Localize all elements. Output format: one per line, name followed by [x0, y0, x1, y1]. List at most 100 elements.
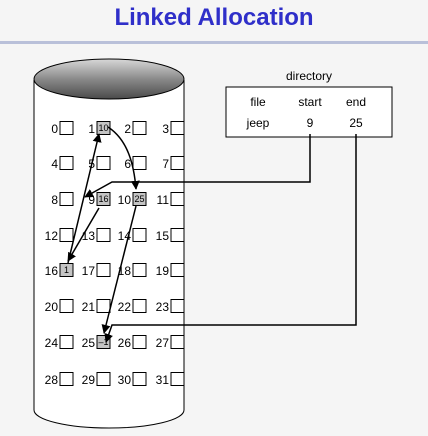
disk-block-11: 11 [157, 192, 185, 207]
used-block-box [132, 192, 147, 206]
disk-block-7: 7 [162, 156, 185, 171]
title-divider [0, 41, 428, 44]
disk-block-30: 30 [118, 372, 147, 387]
disk-block-0: 0 [51, 121, 74, 136]
disk-block-22: 22 [118, 299, 147, 314]
block-number-label: 10 [118, 193, 132, 207]
disk-block-17: 17 [82, 263, 111, 278]
free-block-box [170, 335, 185, 349]
block-number-label: 31 [156, 373, 170, 387]
block-number-label: 17 [82, 264, 96, 278]
link-10-to-25 [101, 205, 137, 334]
block-number-label: 1 [88, 122, 95, 136]
free-block-box [96, 156, 111, 170]
disk-block-23: 23 [156, 299, 185, 314]
disk-block-6: 6 [124, 156, 147, 171]
block-number-label: 6 [124, 157, 131, 171]
free-block-box [96, 372, 111, 386]
free-block-box [170, 156, 185, 170]
free-block-box [96, 228, 111, 242]
disk-block-15: 15 [156, 228, 185, 243]
disk-block-18: 18 [118, 263, 147, 278]
block-next-pointer: 25 [134, 194, 144, 204]
block-next-pointer: 16 [98, 194, 108, 204]
block-number-label: 22 [118, 300, 132, 314]
block-number-label: 8 [51, 193, 58, 207]
block-next-pointer: 1 [64, 265, 69, 275]
used-block-box [96, 192, 111, 206]
directory-label: directory [286, 69, 332, 83]
block-number-label: 27 [156, 336, 170, 350]
disk-block-31: 31 [156, 372, 185, 387]
block-number-label: 21 [82, 300, 96, 314]
free-block-box [59, 228, 74, 242]
link-16-to-1 [67, 133, 102, 264]
disk-block-27: 27 [156, 335, 185, 350]
free-block-box [170, 372, 185, 386]
disk-block-24: 24 [45, 335, 74, 350]
directory-box [225, 86, 393, 138]
free-block-box [59, 121, 74, 135]
block-number-label: 30 [118, 373, 132, 387]
free-block-box [132, 156, 147, 170]
link-arrows [67, 126, 357, 343]
disk-block-29: 29 [82, 372, 111, 387]
free-block-box [170, 121, 185, 135]
free-block-box [170, 192, 185, 206]
disk-block-21: 21 [82, 299, 111, 314]
disk-block-2: 2 [124, 121, 147, 136]
free-block-box [132, 299, 147, 313]
directory-header-file: file [250, 95, 266, 109]
block-number-label: 24 [45, 336, 59, 350]
start-pointer-arrow [84, 134, 311, 198]
disk-block-20: 20 [45, 299, 74, 314]
block-number-label: 2 [124, 122, 131, 136]
free-block-box [132, 121, 147, 135]
disk-block-12: 12 [45, 228, 74, 243]
directory-cell-end: 25 [349, 116, 363, 130]
disk-block-8: 8 [51, 192, 74, 207]
block-next-pointer: 10 [98, 123, 108, 133]
block-number-label: 16 [45, 264, 59, 278]
block-number-label: 9 [88, 193, 95, 207]
block-number-label: 28 [45, 373, 59, 387]
block-number-label: 26 [118, 336, 132, 350]
free-block-box [170, 299, 185, 313]
disk-block-3: 3 [162, 121, 185, 136]
block-number-label: 7 [162, 157, 169, 171]
block-next-pointer: –1 [98, 337, 108, 347]
free-block-box [96, 263, 111, 277]
block-number-label: 12 [45, 229, 59, 243]
link-1-to-10 [107, 126, 140, 190]
disk-block-28: 28 [45, 372, 74, 387]
disk-block-26: 26 [118, 335, 147, 350]
block-number-label: 25 [82, 336, 96, 350]
free-block-box [59, 372, 74, 386]
free-block-box [132, 228, 147, 242]
directory-header-end: end [346, 95, 366, 109]
disk-block-4: 4 [51, 156, 74, 171]
block-number-label: 29 [82, 373, 96, 387]
free-block-box [170, 263, 185, 277]
free-block-box [170, 228, 185, 242]
free-block-box [132, 263, 147, 277]
directory-header-start: start [298, 95, 322, 109]
slide-title: Linked Allocation [114, 4, 314, 31]
used-block-box [59, 263, 74, 277]
link-9-to-16 [67, 207, 100, 262]
block-number-label: 15 [156, 229, 170, 243]
block-number-label: 3 [162, 122, 169, 136]
disk-block-16: 16 1 [45, 263, 74, 278]
block-number-label: 4 [51, 157, 58, 171]
free-block-box [59, 192, 74, 206]
block-number-label: 13 [82, 229, 96, 243]
directory-table: directory file start end jeep 9 25 [225, 69, 393, 138]
free-block-box [96, 299, 111, 313]
free-block-box [59, 335, 74, 349]
disk-block-13: 13 [82, 228, 111, 243]
block-number-label: 23 [156, 300, 170, 314]
directory-cell-start: 9 [307, 116, 314, 130]
